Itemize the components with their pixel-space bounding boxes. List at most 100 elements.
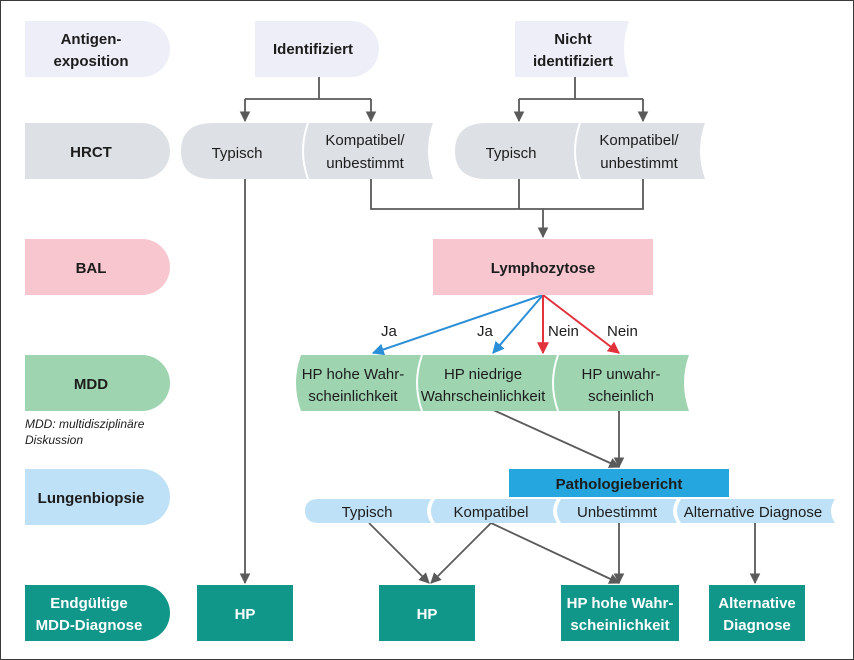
mdd-high-label-2: scheinlichkeit xyxy=(308,388,398,405)
mdd-note-line-1: MDD: multidisziplinäre xyxy=(25,417,145,431)
stage-hrct-label: HRCT xyxy=(70,144,112,161)
arrow-path-compatible-to-hp xyxy=(430,522,492,584)
connector-hrct-merge xyxy=(370,179,644,210)
stage-biopsy-label: Lungenbiopsie xyxy=(38,490,145,507)
stage-final: Endgültige MDD-Diagnose xyxy=(25,585,170,641)
hrct-compatible-right-label-1: Kompatibel/ xyxy=(599,132,679,149)
hrct-typical-left: Typisch xyxy=(181,123,307,179)
stage-bal-label: BAL xyxy=(76,260,107,277)
arrow-low-to-pathology xyxy=(490,408,620,468)
stage-biopsy-shape xyxy=(25,469,170,525)
mdd-high-shape xyxy=(296,355,421,411)
node-identified-label: Identifiziert xyxy=(273,41,353,58)
pathology-indeterminate: Unbestimmt xyxy=(557,499,677,523)
pathology-compatible: Kompatibel xyxy=(431,499,557,523)
pathology-header-shape xyxy=(509,469,729,497)
final-hp-1-label: HP xyxy=(235,606,256,623)
stage-final-label-1: Endgültige xyxy=(50,595,128,612)
final-alternative-label-1: Alternative xyxy=(718,595,796,612)
mdd-unlikely: HP unwahr- scheinlich xyxy=(554,355,689,411)
connectors xyxy=(239,77,761,585)
stage-bal-shape xyxy=(25,239,170,295)
stage-hrct-shape xyxy=(25,123,170,179)
stage-mdd-label: MDD xyxy=(74,376,108,393)
final-hp-1-shape xyxy=(197,585,293,641)
final-alternative-label-2: Diagnose xyxy=(723,617,791,634)
pathology-header: Pathologiebericht xyxy=(509,469,729,497)
final-hp-high: HP hohe Wahr- scheinlichkeit xyxy=(561,585,679,641)
mdd-note-line-2: Diskussion xyxy=(25,433,83,447)
stage-bal: BAL xyxy=(25,239,170,295)
pathology-alternative-label: Alternative Diagnose xyxy=(684,504,822,521)
pathology-alternative: Alternative Diagnose xyxy=(677,499,835,523)
node-not-identified-label-2: identifiziert xyxy=(533,53,613,70)
mdd-unlikely-label-2: scheinlich xyxy=(588,388,654,405)
arrow-yes-to-low xyxy=(492,294,544,354)
arrow-path-typical-to-hp xyxy=(368,522,430,584)
hrct-typical-left-label: Typisch xyxy=(212,145,263,162)
hrct-compatible-left-label-1: Kompatibel/ xyxy=(325,132,405,149)
final-hp-high-label-2: scheinlichkeit xyxy=(570,617,669,634)
mdd-high: HP hohe Wahr- scheinlichkeit xyxy=(296,355,421,411)
pathology-alternative-shape xyxy=(677,499,835,523)
stage-mdd: MDD xyxy=(25,355,170,411)
hrct-compatible-left-label-2: unbestimmt xyxy=(326,155,404,172)
stage-hrct: HRCT xyxy=(25,123,170,179)
stage-biopsy: Lungenbiopsie xyxy=(25,469,170,525)
stage-antigen-shape xyxy=(25,21,170,77)
final-hp-high-label-1: HP hohe Wahr- xyxy=(567,595,674,612)
pathology-compatible-shape xyxy=(431,499,557,523)
node-not-identified: Nicht identifiziert xyxy=(515,21,629,77)
mdd-low: HP niedrige Wahrscheinlichkeit xyxy=(418,355,557,411)
pathology-indeterminate-shape xyxy=(557,499,677,523)
stage-final-shape xyxy=(25,585,170,641)
hrct-compatible-right-label-2: unbestimmt xyxy=(600,155,678,172)
label-yes-1: Ja xyxy=(381,323,398,340)
stage-mdd-shape xyxy=(25,355,170,411)
arrow-path-compatible-to-hp-high xyxy=(490,522,620,584)
arrow-no-to-unlikely xyxy=(542,294,620,354)
hrct-compatible-right: Kompatibel/ unbestimmt xyxy=(576,123,705,179)
final-alternative: Alternative Diagnose xyxy=(709,585,805,641)
bal-arrows: Ja Ja Nein Nein xyxy=(371,294,638,356)
hrct-typical-right: Typisch xyxy=(455,123,579,179)
node-lymphocytosis: Lymphozytose xyxy=(433,239,653,295)
node-lymphocytosis-shape xyxy=(433,239,653,295)
pathology-typical: Typisch xyxy=(305,499,431,523)
final-hp-high-shape xyxy=(561,585,679,641)
node-not-identified-shape xyxy=(515,21,629,77)
mdd-low-label-2: Wahrscheinlichkeit xyxy=(421,388,546,405)
hrct-typical-right-label: Typisch xyxy=(486,145,537,162)
label-no-1: Nein xyxy=(548,323,579,340)
stage-final-label-2: MDD-Diagnose xyxy=(36,617,143,634)
hrct-compatible-left-shape xyxy=(304,123,433,179)
final-alternative-shape xyxy=(709,585,805,641)
pathology-compatible-label: Kompatibel xyxy=(453,504,528,521)
pathology-indeterminate-label: Unbestimmt xyxy=(577,504,658,521)
final-hp-1: HP xyxy=(197,585,293,641)
label-no-2: Nein xyxy=(607,323,638,340)
final-hp-2: HP xyxy=(379,585,475,641)
pathology-header-label: Pathologiebericht xyxy=(556,476,683,493)
mdd-unlikely-label-1: HP unwahr- xyxy=(582,366,661,383)
stage-antigen-label-2: exposition xyxy=(53,53,128,70)
node-identified-shape xyxy=(255,21,379,77)
pathology-typical-shape xyxy=(305,499,431,523)
hrct-compatible-left: Kompatibel/ unbestimmt xyxy=(304,123,433,179)
mdd-low-shape xyxy=(418,355,557,411)
arrow-yes-to-high xyxy=(371,294,544,356)
pathology-typical-label: Typisch xyxy=(342,504,393,521)
node-lymphocytosis-label: Lymphozytose xyxy=(491,260,595,277)
stage-antigen-label-1: Antigen- xyxy=(61,31,122,48)
mdd-unlikely-shape xyxy=(554,355,689,411)
node-not-identified-label-1: Nicht xyxy=(554,31,592,48)
final-hp-2-label: HP xyxy=(417,606,438,623)
hrct-typical-right-shape xyxy=(455,123,579,179)
node-identified: Identifiziert xyxy=(255,21,379,77)
mdd-high-label-1: HP hohe Wahr- xyxy=(302,366,405,383)
label-yes-2: Ja xyxy=(477,323,494,340)
mdd-low-label-1: HP niedrige xyxy=(444,366,522,383)
final-hp-2-shape xyxy=(379,585,475,641)
stage-antigen: Antigen- exposition xyxy=(25,21,170,77)
hrct-compatible-right-shape xyxy=(576,123,705,179)
